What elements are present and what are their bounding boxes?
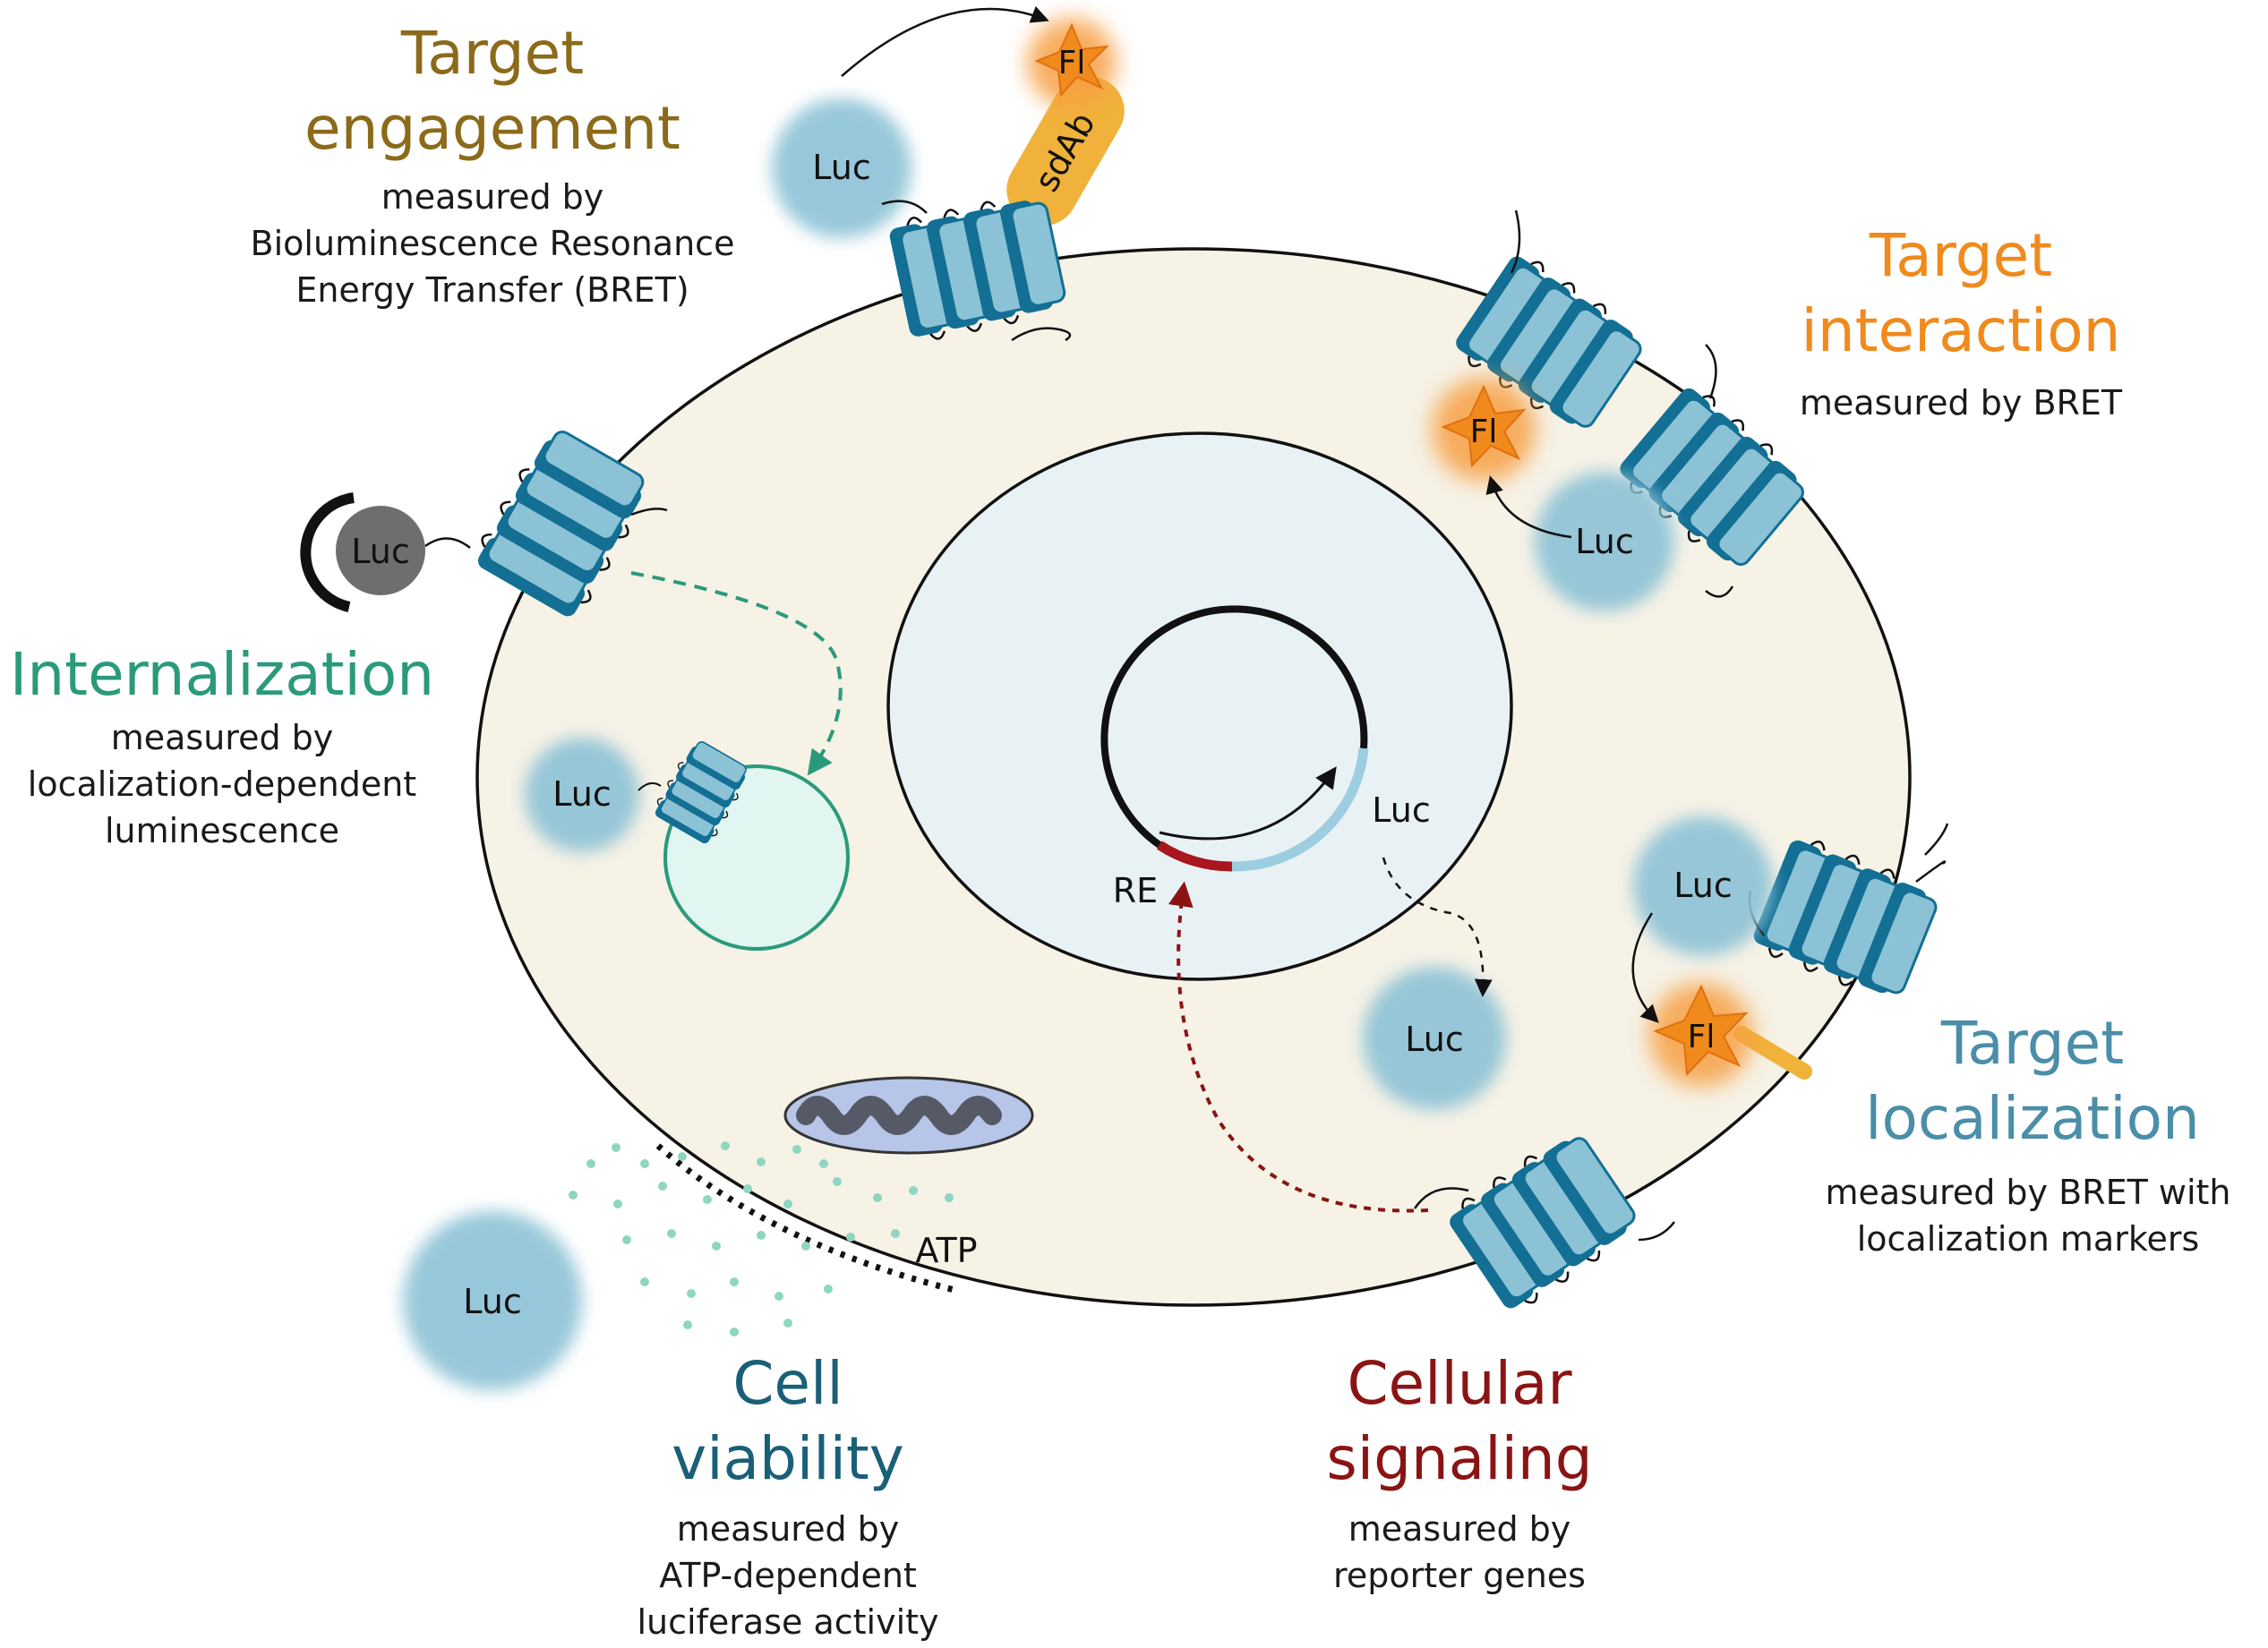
nucleus (886, 431, 1513, 981)
svg-text:Fl: Fl (1470, 414, 1498, 450)
title-viability: Cell viability (672, 1349, 904, 1493)
luc-dark-bound: Luc (300, 492, 425, 612)
luc-glow-internalization: Luc (525, 738, 639, 852)
title-signaling: Cellular signaling (1326, 1349, 1593, 1493)
signaling-group: Luc (1168, 857, 1675, 1319)
luc-glow-localization: Luc (1633, 816, 1773, 956)
membrane-pore (655, 1143, 959, 1294)
atp-label: ATP (915, 1231, 977, 1270)
reporter-plasmid (1100, 605, 1369, 872)
desc-viability: measured by ATP-dependent luciferase act… (637, 1509, 939, 1642)
internalization-group: Luc Luc (300, 421, 843, 852)
title-localization: Target localization (1865, 1009, 2200, 1153)
interaction-group: Fl Luc (1432, 209, 1816, 611)
luc-glow-engagement: Luc (772, 98, 911, 238)
desc-engagement: measured by Bioluminescence Resonance En… (250, 177, 735, 310)
luc-label: Luc (812, 148, 870, 187)
mitochondrion (783, 1076, 1034, 1155)
localization-group: Luc Fl (1631, 816, 1949, 1087)
fl-star-interaction: Fl (1432, 378, 1536, 482)
desc-internalization: measured by localization-dependent lumin… (27, 718, 417, 850)
engagement-group: Luc sdAb Fl (772, 5, 1125, 346)
svg-text:Fl: Fl (1688, 1019, 1716, 1055)
desc-localization: measured by BRET with localization marke… (1825, 1173, 2231, 1259)
svg-text:Luc: Luc (463, 1282, 521, 1321)
svg-text:Fl: Fl (1058, 45, 1086, 81)
atp-dots (569, 1141, 954, 1336)
sdab-antibody (1006, 74, 1125, 226)
svg-text:Luc: Luc (1405, 1020, 1463, 1059)
luc-glow-interaction: Luc (1535, 472, 1674, 611)
svg-text:Luc: Luc (351, 532, 409, 571)
plasmid-luc-label: Luc (1372, 790, 1430, 830)
svg-text:Luc: Luc (1575, 522, 1633, 561)
svg-text:Luc: Luc (1673, 866, 1732, 905)
fl-star-localization: Fl (1649, 983, 1753, 1087)
re-label: RE (1113, 871, 1158, 910)
luc-glow-viability: Luc (403, 1211, 582, 1390)
svg-text:Luc: Luc (552, 774, 611, 814)
title-interaction: Target interaction (1801, 221, 2121, 365)
fl-star-engagement: Fl (1027, 18, 1117, 107)
desc-interaction: measured by BRET (1799, 383, 2123, 423)
response-element (1156, 841, 1233, 872)
luc-glow-signaling: Luc (1363, 967, 1506, 1110)
title-internalization: Internalization (9, 640, 435, 709)
desc-signaling: measured by reporter genes (1333, 1509, 1586, 1595)
title-engagement: Target engagement (304, 19, 680, 163)
